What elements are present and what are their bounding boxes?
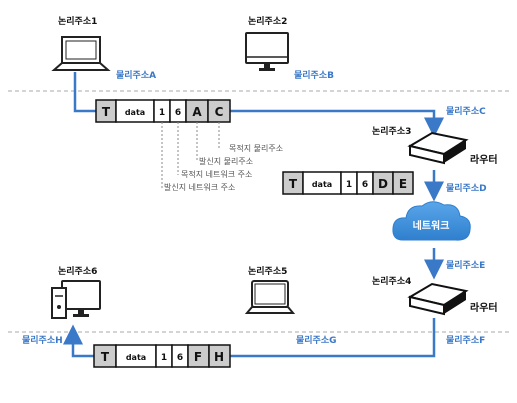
annotation-dest-physical: 목적지 물리주소 — [229, 144, 284, 153]
frame-mid-field2: 6 — [362, 180, 368, 190]
router3-physical-address-c: 물리주소C — [446, 107, 486, 117]
frame-bottom-dst-mac: H — [214, 350, 224, 364]
link-host1 — [73, 72, 96, 113]
router4-physical-address-f: 물리주소F — [446, 336, 486, 346]
frame-mid-dst-mac: E — [399, 177, 407, 191]
frame-bottom — [93, 344, 231, 368]
laptop-icon — [51, 36, 111, 71]
frame-top-field1: 1 — [159, 108, 165, 118]
monitor-icon — [245, 32, 289, 71]
link-to-host6 — [63, 324, 94, 358]
annotation-dest-network: 목적지 네트워크 주소 — [181, 170, 253, 179]
frame-top-field2: 6 — [175, 108, 181, 118]
frame-top-src-mac: A — [192, 105, 202, 119]
router-icon — [407, 131, 469, 165]
annotation-src-physical: 발신지 물리주소 — [199, 157, 254, 166]
frame-mid-field1: 1 — [346, 180, 352, 190]
router-icon — [407, 282, 469, 316]
network-label: 네트워크 — [413, 219, 450, 232]
annotation-src-network: 발신지 네트워크 주소 — [164, 183, 236, 192]
frame-top-dst-mac: C — [215, 105, 224, 119]
frame-bottom-src-mac: F — [194, 350, 202, 364]
router4-logical-address: 논리주소4 — [372, 277, 412, 287]
physical-address-g: 물리주소G — [296, 336, 337, 346]
host2-physical-address: 물리주소B — [294, 71, 334, 81]
frame-bottom-data: data — [126, 353, 146, 362]
frame-top-data: data — [125, 108, 145, 117]
frame-mid-src-mac: D — [378, 177, 388, 191]
host2-logical-address: 논리주소2 — [248, 17, 288, 27]
host6-logical-address: 논리주소6 — [58, 267, 98, 277]
host5-logical-address: 논리주소5 — [248, 267, 288, 277]
router4-physical-address-e: 물리주소E — [446, 261, 486, 271]
router4-label: 라우터 — [470, 303, 498, 314]
host6-physical-address: 물리주소H — [22, 336, 63, 346]
frame-mid-trailer: T — [289, 177, 298, 191]
frame-annotation-lines — [161, 122, 220, 188]
router3-logical-address: 논리주소3 — [372, 127, 412, 137]
frame-top — [95, 99, 231, 123]
network-cloud-icon — [392, 201, 471, 241]
laptop-icon — [244, 280, 296, 314]
frame-mid-data: data — [312, 180, 332, 189]
host1-physical-address: 물리주소A — [116, 71, 157, 81]
frame-bottom-trailer: T — [101, 350, 110, 364]
desktop-computer-icon — [51, 280, 101, 319]
frame-mid — [282, 171, 414, 195]
host1-logical-address: 논리주소1 — [58, 17, 98, 27]
router3-physical-address-d: 물리주소D — [446, 184, 487, 194]
link-to-router3 — [230, 109, 444, 138]
frame-top-trailer: T — [102, 105, 111, 119]
frame-bottom-field2: 6 — [177, 353, 183, 363]
frame-bottom-field1: 1 — [161, 353, 167, 363]
router3-label: 라우터 — [470, 155, 498, 166]
link-router4-to-host6 — [230, 318, 436, 358]
